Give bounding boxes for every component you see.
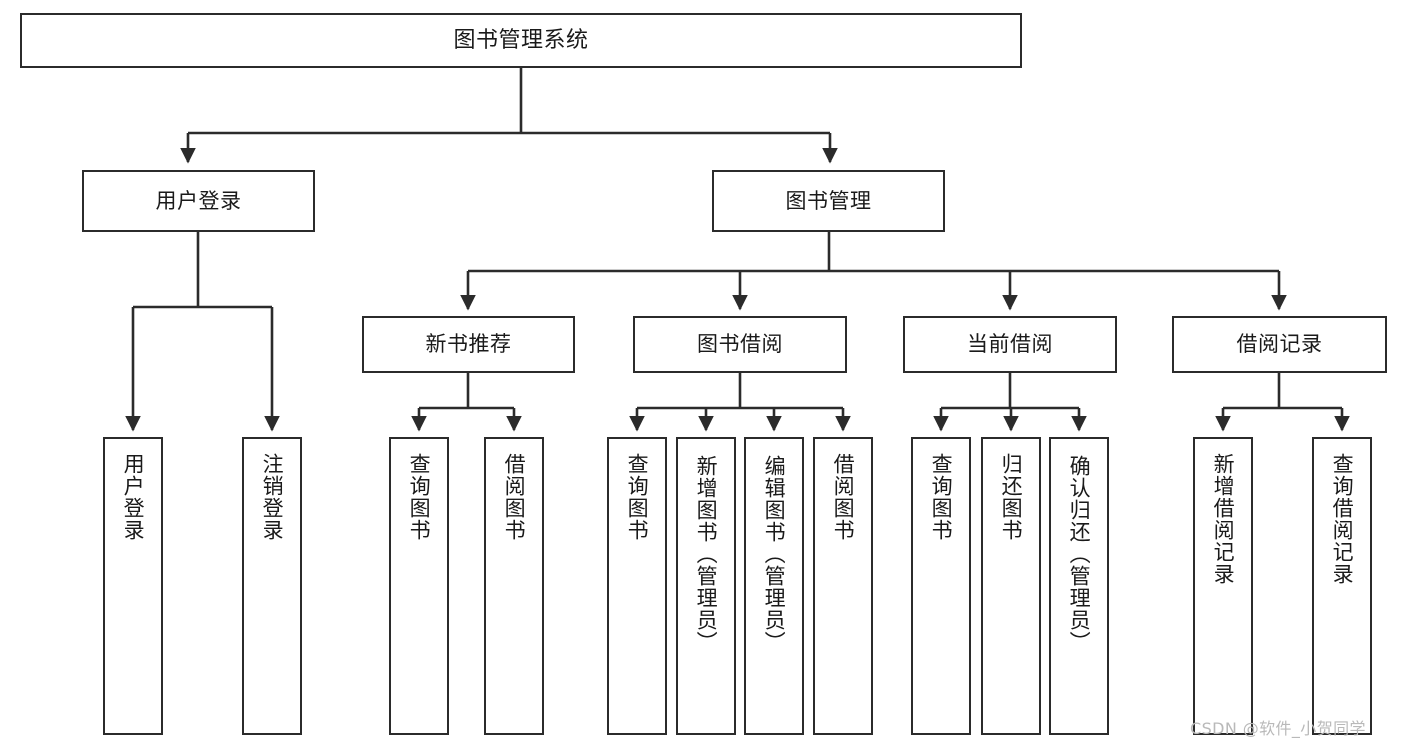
- node-label: 借阅记录: [1236, 332, 1323, 357]
- node-label: 查询图书: [929, 453, 954, 541]
- leaf-logout-login[interactable]: 注销登录: [242, 437, 302, 735]
- leaf-borrow-book-recommend[interactable]: 借阅图书: [484, 437, 544, 735]
- node-new-book-recommend[interactable]: 新书推荐: [362, 316, 575, 373]
- leaf-query-book-borrow[interactable]: 查询图书: [607, 437, 667, 735]
- leaf-user-login[interactable]: 用户登录: [103, 437, 163, 735]
- node-label: 新书推荐: [425, 332, 512, 357]
- node-borrow-record[interactable]: 借阅记录: [1172, 316, 1387, 373]
- leaf-confirm-return-admin[interactable]: 确认归还（管理员）: [1049, 437, 1109, 735]
- node-label: 图书管理: [785, 188, 872, 213]
- node-label: 当前借阅: [967, 332, 1053, 357]
- node-label: 确认归还（管理员）: [1067, 455, 1092, 653]
- leaf-query-borrow-record[interactable]: 查询借阅记录: [1312, 437, 1372, 735]
- leaf-query-book-current[interactable]: 查询图书: [911, 437, 971, 735]
- node-user-login[interactable]: 用户登录: [82, 170, 315, 232]
- leaf-add-book-admin[interactable]: 新增图书（管理员）: [676, 437, 736, 735]
- node-label: 注销登录: [260, 453, 285, 541]
- node-book-borrow[interactable]: 图书借阅: [633, 316, 847, 373]
- leaf-return-book[interactable]: 归还图书: [981, 437, 1041, 735]
- leaf-add-borrow-record[interactable]: 新增借阅记录: [1193, 437, 1253, 735]
- node-label: 图书管理系统: [453, 27, 589, 53]
- node-label: 借阅图书: [502, 453, 527, 541]
- csdn-watermark: CSDN @软件_小贺同学: [1190, 719, 1366, 738]
- node-label: 用户登录: [121, 453, 146, 541]
- node-label: 归还图书: [999, 453, 1024, 541]
- node-label: 查询图书: [407, 453, 432, 541]
- node-label: 用户登录: [155, 188, 242, 213]
- node-label: 借阅图书: [831, 453, 856, 541]
- node-label: 编辑图书（管理员）: [762, 455, 787, 653]
- leaf-edit-book-admin[interactable]: 编辑图书（管理员）: [744, 437, 804, 735]
- node-root-book-management-system[interactable]: 图书管理系统: [20, 13, 1022, 68]
- node-label: 查询借阅记录: [1330, 453, 1355, 585]
- node-label: 图书借阅: [697, 332, 783, 357]
- node-label: 新增借阅记录: [1211, 453, 1236, 585]
- leaf-borrow-book[interactable]: 借阅图书: [813, 437, 873, 735]
- node-label: 新增图书（管理员）: [694, 455, 719, 653]
- node-label: 查询图书: [625, 453, 650, 541]
- node-book-management[interactable]: 图书管理: [712, 170, 945, 232]
- node-current-borrow[interactable]: 当前借阅: [903, 316, 1117, 373]
- leaf-query-book-recommend[interactable]: 查询图书: [389, 437, 449, 735]
